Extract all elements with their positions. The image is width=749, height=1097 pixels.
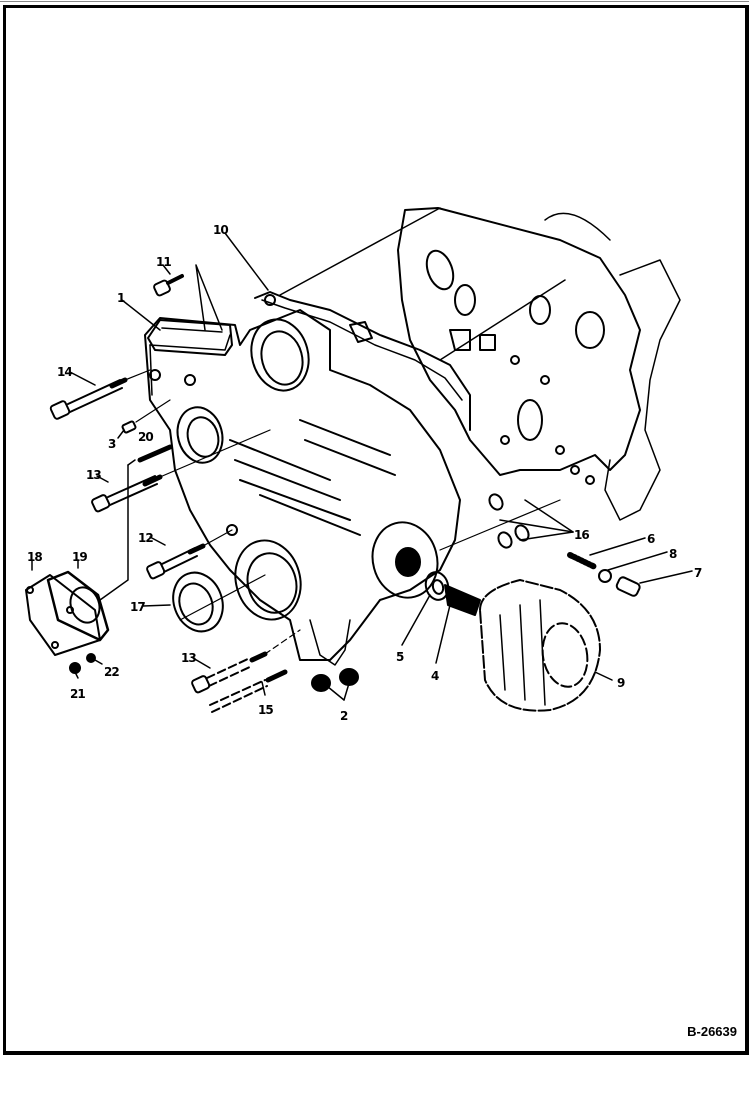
gasket-19 [46, 570, 110, 642]
callout-19: 19 [72, 550, 88, 564]
callout-16: 16 [574, 528, 590, 542]
bolt-13-lower [191, 629, 301, 694]
callout-8: 8 [669, 547, 677, 561]
fitting-4 [444, 584, 481, 616]
callout-11: 11 [156, 255, 172, 269]
callout-13-lower: 13 [181, 651, 197, 665]
bolt-11 [153, 264, 223, 331]
callout-22: 22 [104, 665, 120, 679]
oil-seal-17 [172, 571, 266, 633]
bolt-12 [146, 529, 233, 580]
figure-id: B-26639 [687, 1024, 737, 1039]
callout-14: 14 [57, 365, 73, 379]
pin-3 [121, 399, 171, 434]
bolt-13-upper [91, 429, 271, 513]
plugs-2 [311, 668, 359, 692]
plug-7 [615, 576, 641, 597]
callout-2: 2 [340, 709, 348, 723]
callout-7: 7 [694, 566, 702, 580]
stud-15 [209, 669, 288, 713]
callout-17: 17 [130, 600, 146, 614]
leader-lines [31, 232, 693, 701]
callout-15: 15 [258, 703, 274, 717]
callout-12: 12 [138, 531, 154, 545]
gear-case-cover [144, 294, 461, 666]
callout-20: 20 [138, 430, 154, 444]
callout-4: 4 [431, 669, 439, 683]
spring-6 [567, 552, 598, 570]
callout-5: 5 [396, 650, 404, 664]
o-rings-16 [439, 493, 561, 551]
engine-back-plate [279, 207, 681, 521]
washer-22 [86, 653, 96, 663]
callout-18: 18 [27, 550, 43, 564]
callout-9: 9 [617, 676, 625, 690]
oil-filter-9 [479, 579, 601, 712]
nut-21 [69, 662, 81, 674]
callout-3: 3 [108, 437, 116, 451]
callout-21: 21 [70, 687, 86, 701]
washer-5 [424, 571, 450, 601]
callout-10: 10 [213, 223, 229, 237]
stud-20 [137, 444, 173, 463]
bolt-14 [49, 369, 151, 420]
callout-13-upper: 13 [86, 468, 102, 482]
callout-1: 1 [117, 291, 125, 305]
scan-edge-line [0, 1, 749, 2]
gasket-10 [254, 291, 471, 431]
ball-8 [598, 569, 612, 583]
callout-6: 6 [647, 532, 655, 546]
